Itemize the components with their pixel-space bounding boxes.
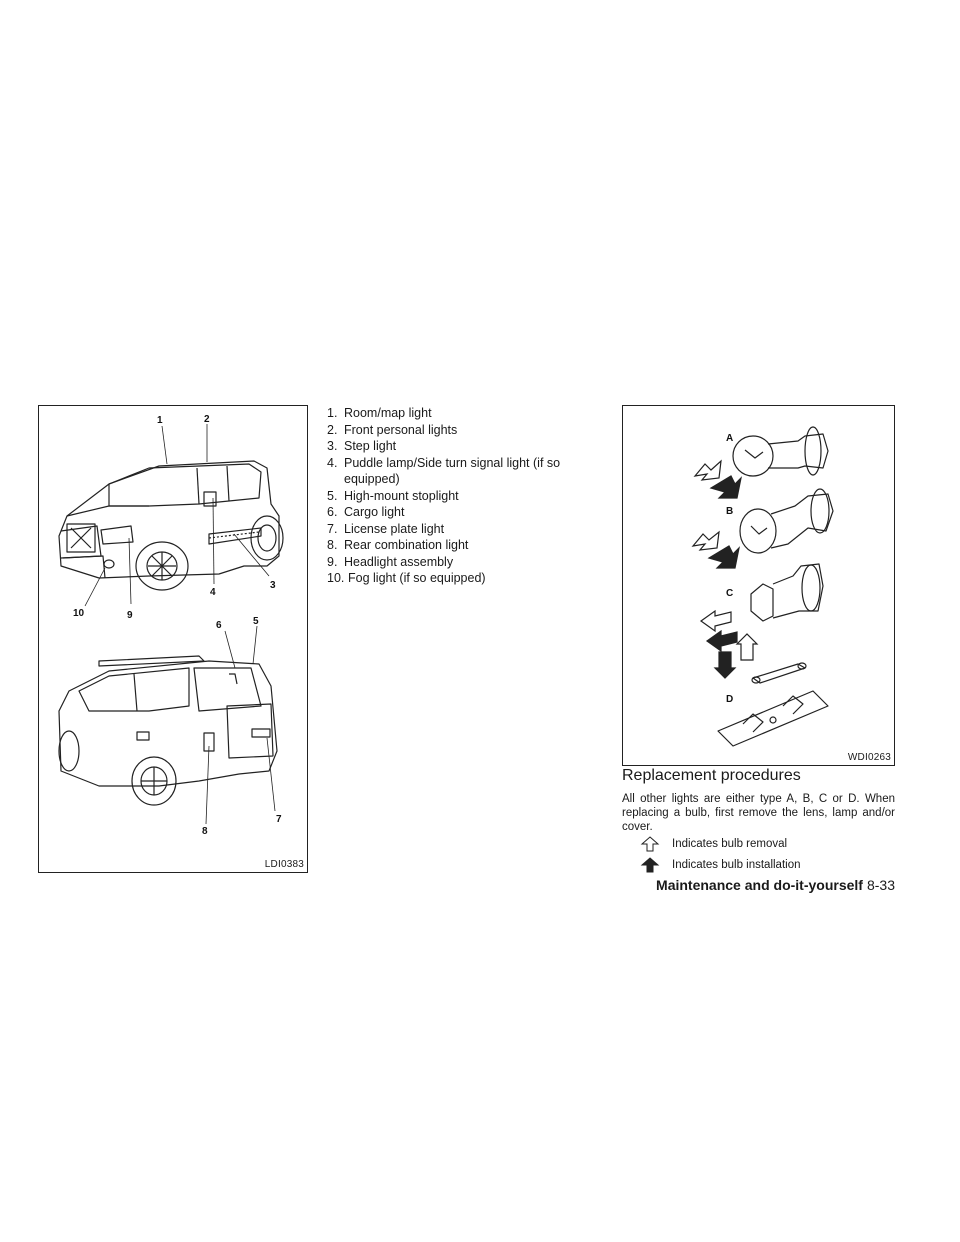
callout-6: 6 [216, 620, 222, 631]
legend-item: 9.Headlight assembly [327, 554, 454, 569]
legend-item: 6.Cargo light [327, 505, 405, 519]
bulb-label-d: D [726, 694, 733, 705]
footer-section-title: Maintenance and do-it-yourself [656, 877, 863, 893]
installation-text: Indicates bulb installation [672, 859, 801, 871]
callout-9: 9 [127, 610, 133, 621]
section-body: All other lights are either type A, B, C… [622, 793, 895, 833]
light-legend-list: 1.Room/map light 2.Front personal lights… [327, 405, 607, 587]
removal-legend: Indicates bulb removal [640, 836, 787, 852]
callout-5: 5 [253, 616, 259, 627]
callout-8: 8 [202, 826, 208, 837]
outline-arrow-icon [640, 836, 660, 852]
callout-3: 3 [270, 580, 276, 591]
bulb-label-a: A [726, 433, 733, 444]
page-number: 8-33 [866, 877, 895, 893]
rear-suv-body [58, 660, 278, 787]
solid-arrow-icon [640, 857, 660, 873]
vehicle-lights-figure: 1 2 3 4 5 6 7 8 9 10 LDI0383 [38, 405, 308, 873]
bulb-types-figure: A B C D WDI0263 [622, 405, 895, 766]
bulb-type-b [739, 488, 834, 554]
installation-legend: Indicates bulb installation [640, 857, 801, 873]
callout-7: 7 [276, 814, 282, 825]
vehicle-lights-illustration: 1 2 3 4 5 6 7 8 9 10 [58, 414, 284, 837]
legend-item: 5.High-mount stoplight [327, 488, 459, 503]
figure-code: WDI0263 [847, 752, 891, 763]
callout-10: 10 [73, 608, 85, 619]
callout-1: 1 [157, 415, 163, 426]
bulb-type-a [732, 426, 829, 477]
callout-labels: 1 2 3 4 5 6 7 8 9 10 [73, 414, 282, 837]
legend-item: 8.Rear combination light [327, 538, 469, 552]
callout-2: 2 [204, 414, 210, 425]
legend-item: 3.Step light [327, 439, 397, 453]
legend-item: 7.License plate light [327, 521, 445, 536]
front-suv-body [58, 460, 280, 579]
removal-text: Indicates bulb removal [672, 838, 788, 850]
bulb-types-illustration: A B C D [691, 426, 834, 747]
figure-code: LDI0383 [264, 859, 304, 870]
page-footer: Maintenance and do-it-yourself 8-33 [622, 877, 895, 893]
section-heading: Replacement procedures [622, 767, 801, 784]
callout-4: 4 [210, 587, 216, 598]
bulb-label-c: C [726, 588, 733, 599]
bulb-label-b: B [726, 506, 733, 517]
legend-item: 1.Room/map light [327, 406, 432, 420]
bulb-type-d [717, 662, 829, 747]
legend-item: 4.Puddle lamp/Side turn signal light (if… [327, 455, 561, 487]
legend-item: 2.Front personal lights [327, 422, 458, 437]
legend-item: 10.Fog light (if so equipped) [327, 571, 486, 585]
bulb-type-c [750, 563, 824, 622]
